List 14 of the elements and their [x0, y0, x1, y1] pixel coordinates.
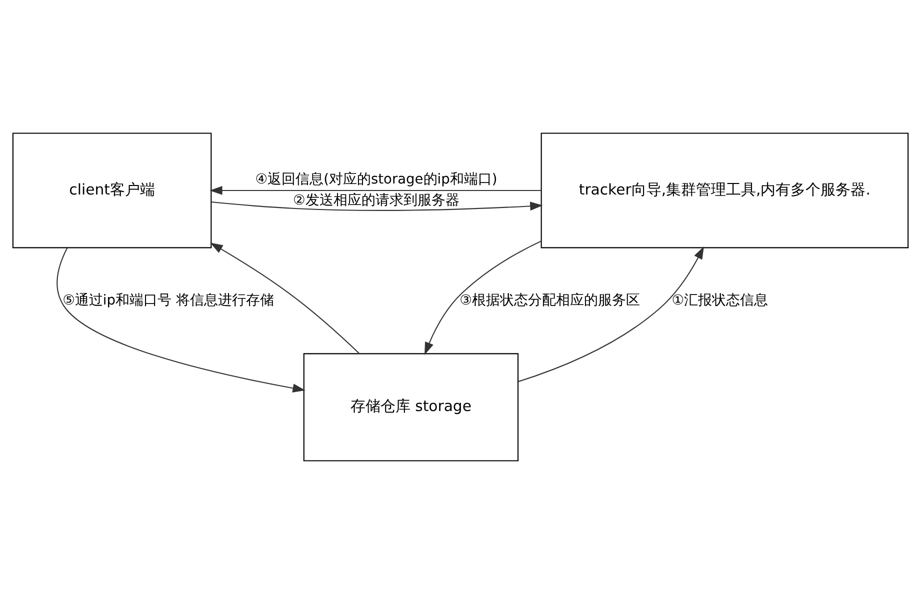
arrow	[424, 240, 542, 355]
arrow	[518, 246, 704, 382]
edge-label: ③根据状态分配相应的服务区	[460, 292, 640, 308]
edge-label: ④返回信息(对应的storage的ip和端口)	[255, 171, 498, 188]
edge-label: ①汇报状态信息	[672, 292, 768, 308]
node-box: 存储仓库 storage	[303, 353, 519, 462]
edge-label: ②发送相应的请求到服务器	[293, 192, 460, 209]
edge-label: ⑤通过ip和端口号 将信息进行存储	[62, 292, 274, 308]
arrow	[211, 202, 543, 211]
node-box: tracker向导,集群管理工具,内有多个服务器.	[540, 132, 909, 248]
arrow	[56, 248, 306, 393]
node-box: client客户端	[12, 132, 212, 248]
arrow	[210, 242, 360, 354]
arrow	[210, 186, 542, 195]
